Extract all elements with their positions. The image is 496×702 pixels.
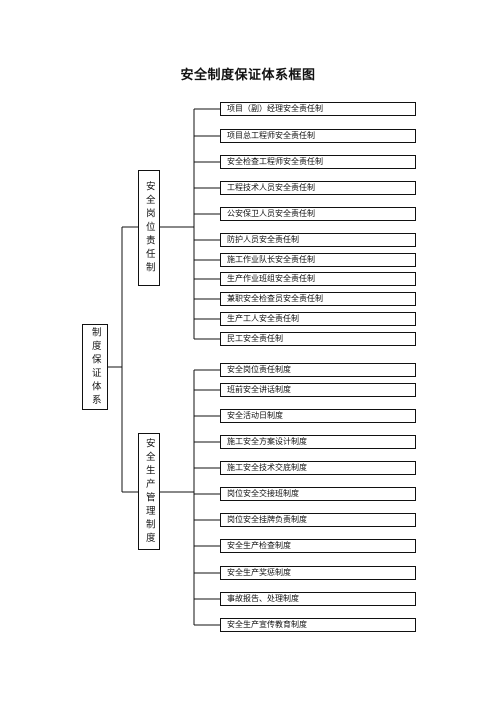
diagram-title: 安全制度保证体系框图 bbox=[180, 68, 316, 83]
item-box: 安全活动日制度 bbox=[220, 409, 416, 423]
group-box-management-system: 安全生产管理制度 bbox=[138, 433, 160, 550]
item-box: 项目（副）经理安全责任制 bbox=[220, 102, 416, 116]
item-box: 施工作业队长安全责任制 bbox=[220, 253, 416, 267]
item-box: 公安保卫人员安全责任制 bbox=[220, 207, 416, 221]
item-box: 工程技术人员安全责任制 bbox=[220, 181, 416, 195]
item-box: 兼职安全检查员安全责任制 bbox=[220, 292, 416, 306]
item-box: 安全岗位责任制度 bbox=[220, 363, 416, 377]
group-label: 安全岗位责任制 bbox=[143, 180, 155, 276]
group-box-post-responsibility: 安全岗位责任制 bbox=[138, 170, 160, 286]
root-box: 制度保证体系 bbox=[82, 324, 108, 410]
item-box: 防护人员安全责任制 bbox=[220, 233, 416, 247]
item-box: 生产工人安全责任制 bbox=[220, 312, 416, 326]
item-box: 安全生产奖惩制度 bbox=[220, 566, 416, 580]
item-box: 施工安全方案设计制度 bbox=[220, 435, 416, 449]
item-box: 项目总工程师安全责任制 bbox=[220, 129, 416, 143]
item-box: 安全生产检查制度 bbox=[220, 539, 416, 553]
item-box: 生产作业班组安全责任制 bbox=[220, 272, 416, 286]
item-box: 安全检查工程师安全责任制 bbox=[220, 155, 416, 169]
item-box: 事故报告、处理制度 bbox=[220, 592, 416, 606]
group-label: 安全生产管理制度 bbox=[143, 437, 155, 546]
item-box: 岗位安全交接班制度 bbox=[220, 487, 416, 501]
item-box: 施工安全技术交底制度 bbox=[220, 461, 416, 475]
item-box: 民工安全责任制 bbox=[220, 332, 416, 346]
item-box: 班前安全讲话制度 bbox=[220, 383, 416, 397]
item-box: 安全生产宣传教育制度 bbox=[220, 618, 416, 632]
item-box: 岗位安全挂牌负责制度 bbox=[220, 513, 416, 527]
root-label: 制度保证体系 bbox=[89, 326, 101, 408]
